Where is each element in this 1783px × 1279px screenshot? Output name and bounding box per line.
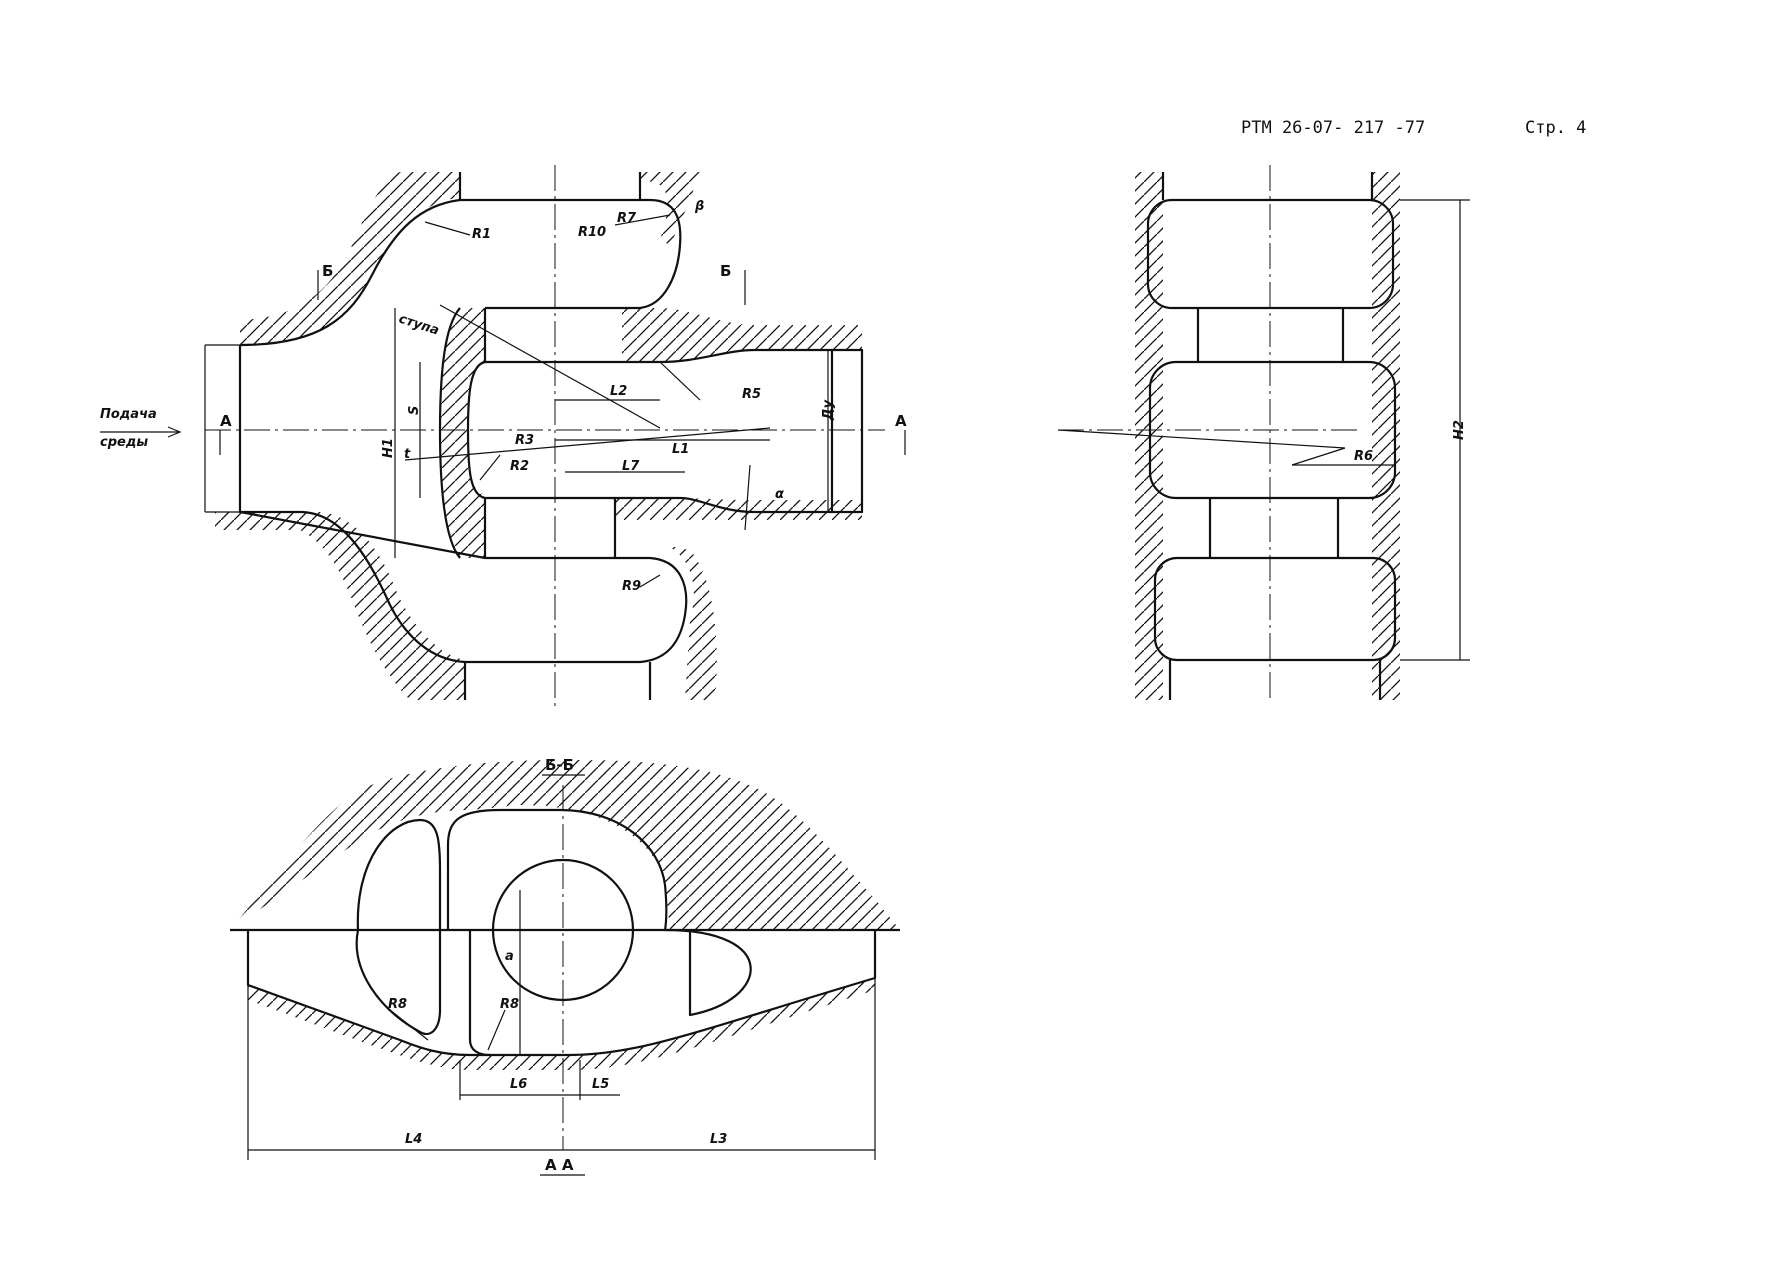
label-du: Ду xyxy=(821,399,836,421)
lower-stem xyxy=(463,662,652,700)
section-main-chamber xyxy=(446,808,668,1057)
label-beta: β xyxy=(694,199,704,214)
label-r8-left: R8 xyxy=(388,997,407,1012)
hatch-section-bottom xyxy=(248,978,875,1070)
section-bottom-label: А А xyxy=(545,1156,574,1174)
hatch-inner-channel xyxy=(440,308,485,558)
label-h2: H2 xyxy=(1452,420,1467,440)
hatch-bottom-right xyxy=(665,545,717,700)
label-a: а xyxy=(505,949,514,964)
section-mark-b-right: Б xyxy=(720,262,731,280)
label-s: S xyxy=(407,406,422,415)
passage-outline xyxy=(238,198,864,664)
section-dimension-lines xyxy=(247,890,876,1176)
label-r7: R7 xyxy=(617,211,637,226)
label-l2: L2 xyxy=(610,384,627,399)
section-mark-a-right: А xyxy=(895,412,907,430)
label-stupa: ступа xyxy=(397,312,441,339)
label-r3: R3 xyxy=(515,433,534,448)
inlet-arrow xyxy=(100,426,182,438)
label-r5: R5 xyxy=(742,387,761,402)
hatch-top-housing xyxy=(240,172,460,345)
section-mark-b-left: Б xyxy=(322,262,333,280)
label-r1: R1 xyxy=(472,227,491,242)
label-l4: L4 xyxy=(405,1132,422,1147)
label-l6: L6 xyxy=(510,1077,527,1092)
label-r9: R9 xyxy=(622,579,641,594)
hatch-bottom-housing xyxy=(215,512,465,700)
section-view: Б-Б R8 R8 L6 L5 L4 L3 а А xyxy=(230,756,900,1176)
hatch-section-top xyxy=(230,760,900,930)
page-number: Стр. 4 xyxy=(1525,118,1586,138)
hatch-top-right xyxy=(640,172,700,245)
label-l1: L1 xyxy=(672,442,689,457)
section-outer-contour xyxy=(246,930,877,1057)
hatch-right-upper xyxy=(622,308,862,362)
side-stem xyxy=(1161,172,1382,700)
label-r6: R6 xyxy=(1354,449,1373,464)
label-r8-right: R8 xyxy=(500,997,519,1012)
side-view: R6 H2 xyxy=(1057,165,1470,700)
side-dimension-lines xyxy=(1057,199,1470,661)
page-header: РТМ 26-07- 217 -77 Стр. 4 xyxy=(1241,118,1586,138)
section-left-pocket xyxy=(355,818,442,1036)
inlet-label: Подача xyxy=(100,407,157,422)
label-l5: L5 xyxy=(592,1077,609,1092)
dimension-lines xyxy=(204,214,906,588)
label-t: t xyxy=(404,447,411,462)
hatch-right-lower xyxy=(615,498,862,520)
document-code: РТМ 26-07- 217 -77 xyxy=(1241,118,1425,138)
inlet-label-2: среды xyxy=(100,435,148,450)
label-l7: L7 xyxy=(622,459,640,474)
side-chamber-bottom xyxy=(1153,556,1397,662)
label-l3: L3 xyxy=(710,1132,727,1147)
inner-cavity xyxy=(438,307,615,559)
label-h1: H1 xyxy=(381,438,396,458)
hatch-side-right xyxy=(1372,172,1400,700)
label-r10: R10 xyxy=(578,225,606,240)
label-alpha: α xyxy=(775,487,784,502)
section-mark-a-left: А xyxy=(220,412,232,430)
main-view: Подача среды А А Б Б R1 R10 R7 β R5 Ду L… xyxy=(100,165,907,710)
section-right-lobe xyxy=(664,928,752,1017)
upper-stem xyxy=(458,172,642,200)
label-r2: R2 xyxy=(510,459,529,474)
